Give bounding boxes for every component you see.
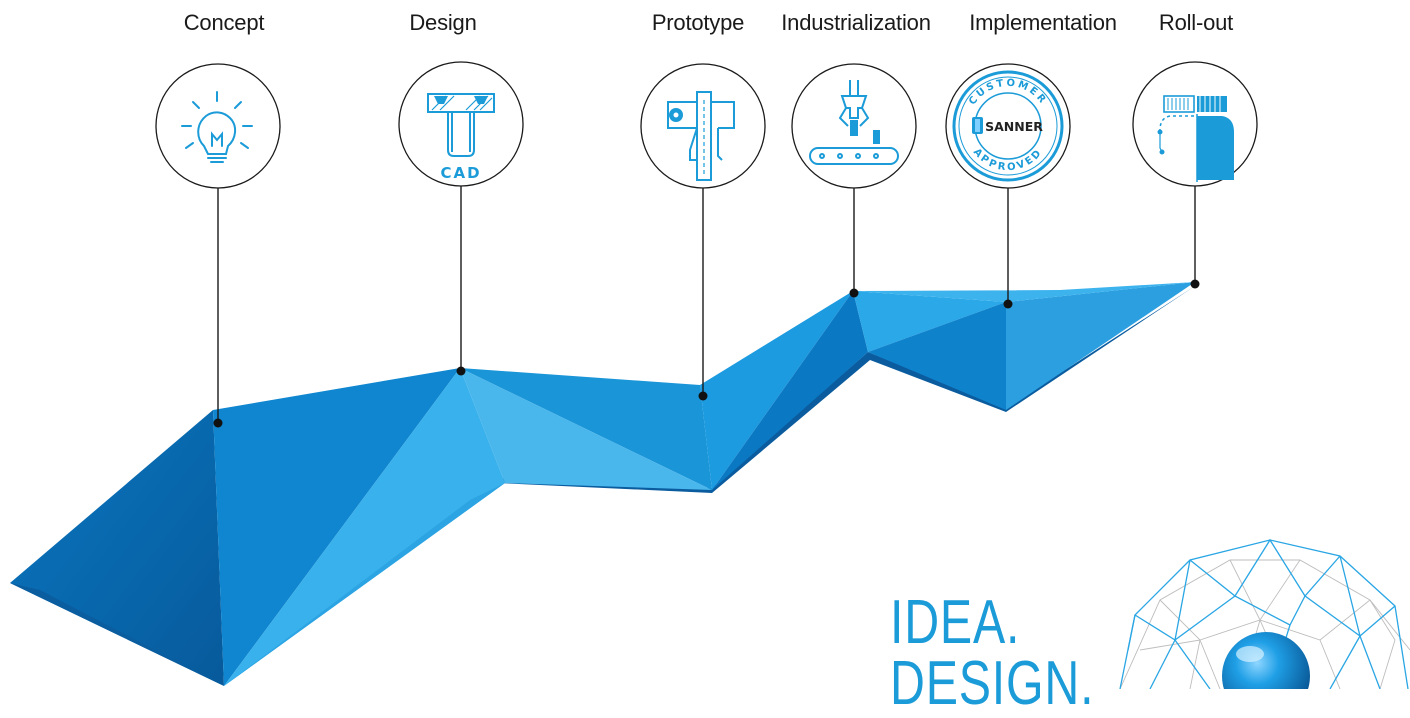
geodesic-sphere-graphic <box>1119 538 1410 689</box>
dot-concept <box>213 418 223 428</box>
cad-drawing-icon <box>427 93 495 157</box>
connector-dots <box>213 279 1200 428</box>
stage-label-design: Design <box>409 10 477 35</box>
headline-line-1: IDEA. <box>890 588 1021 657</box>
stage-label-rollout: Roll-out <box>1158 10 1234 35</box>
dot-industrialization <box>849 288 859 298</box>
connector-lines <box>217 186 1196 423</box>
dot-design <box>456 366 466 376</box>
stage-label-implementation: Implementation <box>969 10 1117 35</box>
headline-line-2: DESIGN. <box>890 649 1095 718</box>
lightbulb-icon <box>181 91 253 163</box>
stage-label-prototype: Prototype <box>651 10 745 35</box>
badge-brand-text: SANNER <box>985 119 1043 134</box>
dot-prototype <box>698 391 708 401</box>
icon-circles <box>155 61 1258 189</box>
stage-label-industrialization: Industrialization <box>781 10 931 35</box>
bottle-icon <box>1157 95 1234 182</box>
process-diagram: CAD CUSTOMER <box>10 61 1410 689</box>
cad-label: CAD <box>440 164 481 182</box>
glossy-sphere <box>1222 632 1310 689</box>
stage-label-concept: Concept <box>183 10 265 35</box>
dot-implementation <box>1003 299 1013 309</box>
caliper-icon <box>667 91 735 181</box>
dot-rollout <box>1190 279 1200 289</box>
conveyor-gripper-icon <box>809 80 899 165</box>
folded-ribbon <box>10 282 1195 686</box>
